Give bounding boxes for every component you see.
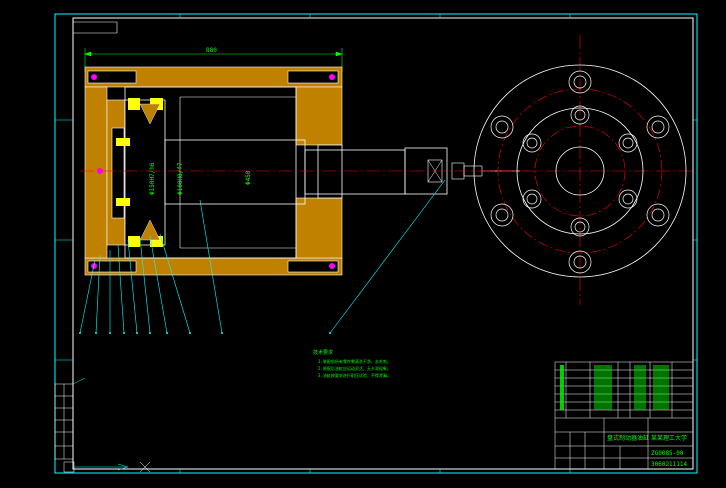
school-name: 某某理工大学 — [651, 434, 687, 442]
rod-fit-label: Φ100H8/f7 — [177, 162, 184, 195]
note-line-2: 2.装配后油缸应运动灵活，无卡滞现象。 — [318, 365, 391, 371]
overall-dimension-label: 880 — [206, 47, 217, 54]
drawing-frame — [54, 13, 698, 474]
note-line-3: 3.油缸按要求进行耐压试验，不得渗漏。 — [318, 372, 391, 378]
drawing-number: ZG0085-00 — [651, 450, 684, 457]
overall-dimension — [84, 48, 343, 72]
cylinder-diameter-label: Φ450 — [245, 170, 252, 185]
notes-heading: 技术要求 — [313, 349, 333, 356]
side-revision-table — [54, 377, 151, 473]
bore-fit-label: Φ150H7/h6 — [149, 162, 156, 195]
part-leaders — [79, 179, 446, 334]
note-line-1: 1.装配前所有零件需清洗干净，去毛刺。 — [318, 358, 391, 364]
title-block — [554, 361, 694, 470]
student-number: 3060211114 — [651, 461, 688, 468]
cylinder-section-view: 880 — [79, 47, 530, 334]
flange-end-view — [473, 35, 692, 305]
technical-notes: 技术要求 1.装配前所有零件需清洗干净，去毛刺。 2.装配后油缸应运动灵活，无卡… — [313, 349, 391, 378]
drawing-name: 盘式制动器油缸 — [607, 434, 649, 442]
title-block-fill — [560, 365, 669, 410]
